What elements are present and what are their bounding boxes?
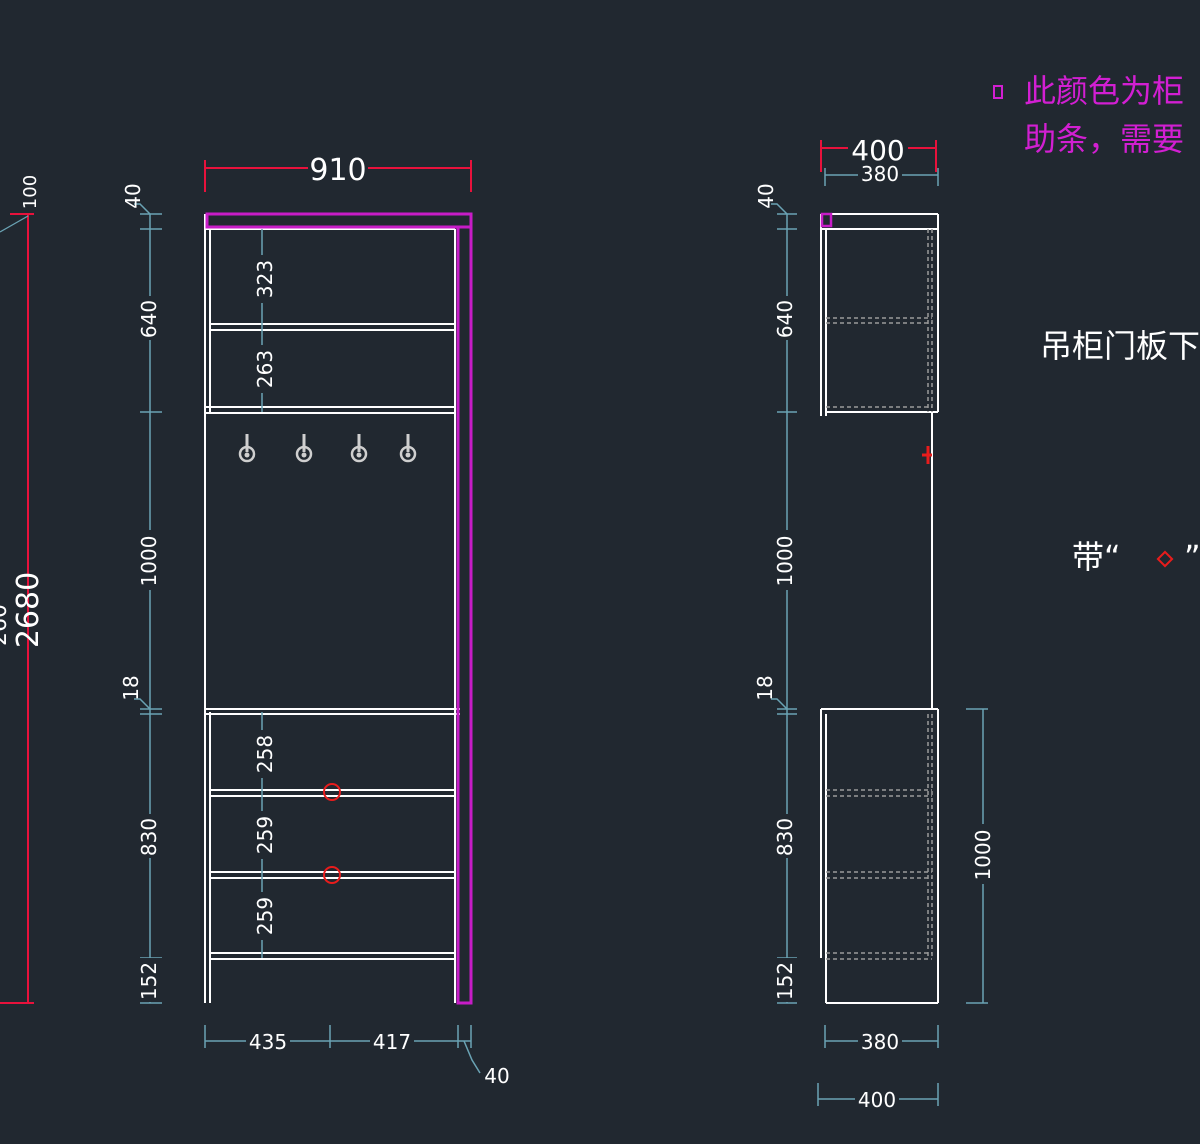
front-vdim-40: 40 [121,183,145,208]
front-upper-compartment-1: 323 [253,260,277,298]
label-bg [775,958,799,1002]
front-bottom-labels: 435 417 40 [246,1030,510,1088]
side-vdim-830: 830 [773,818,797,856]
diamond-marker-icon [1156,550,1174,568]
front-vertical-labels: 40 640 1000 18 830 152 [119,183,162,1002]
label-bg [138,296,162,340]
note-line-4-prefix: 带“ [1072,538,1121,576]
front-vdim-1000: 1000 [137,536,161,587]
circle-marker [323,866,341,884]
side-leader-40 [771,203,788,215]
front-leader-40-bottom [463,1040,481,1074]
side-vdim-40: 40 [754,183,778,208]
side-bottom-labels: 380 400 [855,1030,902,1112]
front-vdim-152: 152 [137,962,161,1000]
label-bg [138,814,162,858]
notes: 此颜色为柜 助条，需要 吊柜门板下 带“ ” [993,72,1200,576]
side-right-dimension: 1000 [966,708,995,1004]
color-swatch-icon [993,85,1003,99]
front-auxiliary-strip [205,212,473,1005]
note-line-3: 吊柜门板下 [1040,327,1200,365]
leader-line [0,215,29,233]
label-bg [848,134,908,162]
cut-off-label: 260 [0,604,12,646]
hook-icon [350,434,368,463]
label-bg [775,296,799,340]
hook-icon [399,434,417,463]
side-top-dimensions: 400 380 [820,134,939,186]
side-width-label: 400 [851,134,904,167]
label-bg [246,1030,290,1052]
label-bg [858,164,902,184]
label-bg [252,255,274,303]
side-view: 400 380 [753,134,995,1112]
side-vdim-152: 152 [773,962,797,1000]
side-vdim-18: 18 [753,675,777,700]
label-bg [858,1030,902,1052]
front-lower-compartment-dims: 258 259 259 [252,712,277,958]
side-hdim-400: 400 [858,1088,896,1112]
front-hdim-435: 435 [249,1030,287,1054]
front-lower-compartment-3: 259 [253,897,277,935]
label-bg [370,1030,414,1052]
label-bg [775,530,799,590]
front-width-label-bg [308,152,368,184]
front-leader-40 [134,203,151,215]
circle-marker [323,783,341,801]
side-vertical-labels: 40 640 1000 18 830 152 [753,183,799,1002]
label-bg [775,814,799,858]
front-width-label: 910 [309,153,366,188]
front-vdim-18: 18 [119,675,143,700]
label-bg [252,730,274,778]
label-bg [138,958,162,1002]
label-bg [971,824,995,884]
front-hdim-417: 417 [373,1030,411,1054]
side-vertical-dimensions [771,203,797,1004]
left-overall-dimension: 2680 100 260 [0,175,46,1004]
front-top-strip [205,212,473,229]
side-hdim-380: 380 [861,1030,899,1054]
side-cabinet-body [820,213,939,1004]
side-hook-marker [922,446,932,464]
label-bg [252,811,274,859]
side-right-dim-label: 1000 [971,830,995,881]
top-small-label: 100 [20,175,41,209]
front-width-dimension: 910 [204,152,472,192]
side-hidden-lines [826,229,933,960]
front-leader-18 [134,698,151,710]
front-lower-compartment-1: 258 [253,735,277,773]
label-bg [138,530,162,590]
front-vdim-830: 830 [137,818,161,856]
front-view: 910 [119,152,510,1088]
side-vdim-640: 640 [773,300,797,338]
front-hdim-40: 40 [484,1064,509,1088]
front-hooks [238,434,417,463]
front-cabinet-body [204,214,460,1003]
front-right-strip [456,225,473,1005]
label-bg [252,892,274,940]
label-bg [252,345,274,393]
front-upper-compartment-dims: 323 263 [252,229,277,412]
overall-height-label: 2680 [11,572,46,648]
hook-icon [238,434,256,463]
side-inner-width-label: 380 [861,162,899,186]
side-auxiliary-strip [820,212,833,228]
note-line-1: 此颜色为柜 [1024,72,1184,110]
note-line-2: 助条，需要 [1024,120,1184,158]
side-vdim-1000: 1000 [773,536,797,587]
front-upper-compartment-2: 263 [253,350,277,388]
label-bg [855,1088,899,1110]
front-vdim-640: 640 [137,300,161,338]
hook-icon [295,434,313,463]
front-lower-compartment-2: 259 [253,816,277,854]
side-leader-18 [771,698,788,710]
note-line-4-suffix: ” [1184,538,1200,576]
